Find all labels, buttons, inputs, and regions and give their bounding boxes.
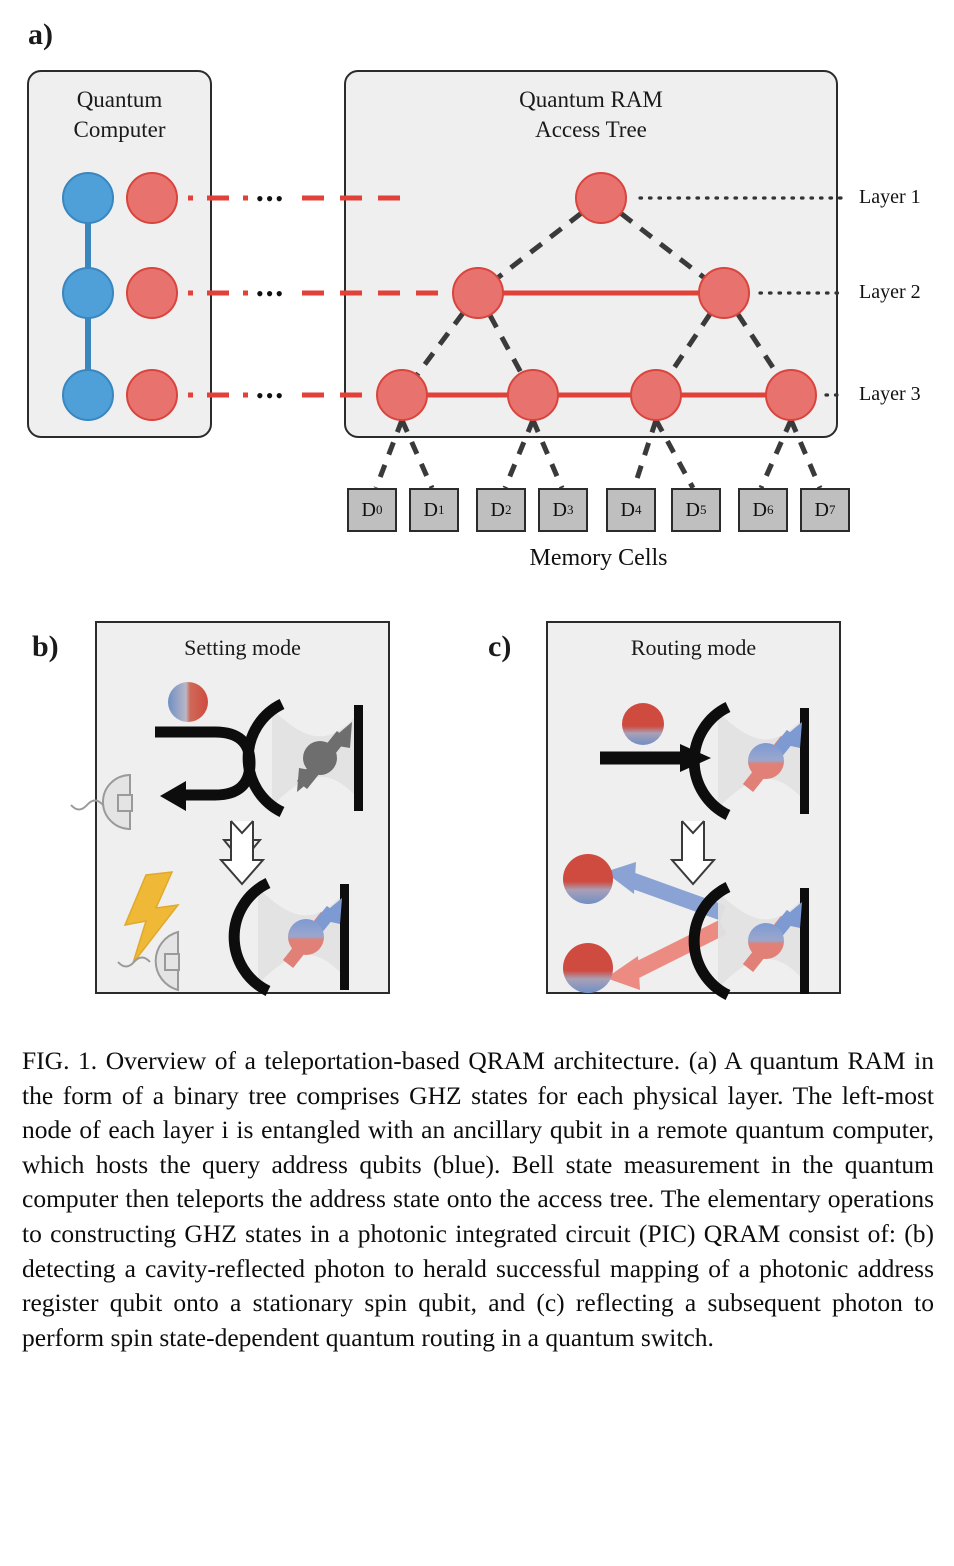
- photon-sphere-icon: [168, 682, 208, 722]
- memory-cells-label: Memory Cells: [529, 545, 668, 571]
- ellipsis-layer-3: •••: [256, 383, 286, 408]
- memory-cell-7-base: D: [814, 498, 829, 521]
- figure-caption: FIG. 1. Overview of a teleportation-base…: [22, 1046, 934, 1352]
- ellipsis-layer-2: •••: [256, 281, 286, 306]
- memory-cell-5-index: 5: [699, 502, 707, 517]
- layer-3-label: Layer 3: [859, 383, 921, 405]
- access-tree-box: [344, 70, 838, 438]
- memory-cell-3-index: 3: [566, 502, 574, 517]
- tree-node-layer3-0: [376, 369, 428, 421]
- memory-cell-2-index: 2: [504, 502, 512, 517]
- panel-b-graphics: [70, 682, 363, 996]
- tree-node-layer3-1: [507, 369, 559, 421]
- address-qubit-3: [62, 369, 114, 421]
- memory-cell-2-base: D: [490, 498, 505, 521]
- tree-node-layer2-1: [698, 267, 750, 319]
- memory-cell-0-index: 0: [375, 502, 383, 517]
- quantum-computer-title-line1: Quantum: [76, 87, 163, 112]
- quantum-computer-title-line2: Computer: [73, 117, 166, 142]
- photon-sphere-icon-out-blue: [563, 854, 613, 904]
- layer-2-label: Layer 2: [859, 281, 921, 303]
- ancilla-qubit-3: [126, 369, 178, 421]
- memory-cell-4-index: 4: [634, 502, 642, 517]
- memory-cell-1-index: 1: [437, 502, 445, 517]
- tree-node-layer1-0: [575, 172, 627, 224]
- memory-cell-0-base: D: [361, 498, 376, 521]
- memory-cell-4-base: D: [620, 498, 635, 521]
- memory-cell-5-base: D: [685, 498, 700, 521]
- access-tree-title-line1: Quantum RAM: [519, 87, 663, 112]
- address-qubit-2: [62, 267, 114, 319]
- ellipsis-layer-1: •••: [256, 186, 286, 211]
- tree-node-layer3-3: [765, 369, 817, 421]
- ancilla-qubit-1: [126, 172, 178, 224]
- tree-node-layer3-2: [630, 369, 682, 421]
- detection-flash-icon: [123, 871, 180, 964]
- memory-cell-3-base: D: [552, 498, 567, 521]
- panel-c-graphics: [563, 702, 809, 1000]
- setting-mode-title: Setting mode: [184, 635, 301, 660]
- routing-mode-title: Routing mode: [630, 635, 757, 660]
- layer-1-label: Layer 1: [859, 186, 921, 208]
- address-qubit-1: [62, 172, 114, 224]
- memory-cell-6-index: 6: [766, 502, 774, 517]
- memory-cell-6-base: D: [752, 498, 767, 521]
- ancilla-qubit-2: [126, 267, 178, 319]
- panel-a-letter: a): [28, 18, 53, 51]
- panel-c-letter: c): [488, 630, 512, 663]
- quantum-computer-box: [27, 70, 212, 438]
- access-tree-title-line2: Access Tree: [535, 117, 647, 142]
- memory-cell-7-index: 7: [828, 502, 836, 517]
- photon-sphere-icon-out-red: [563, 943, 613, 993]
- panel-b-letter: b): [32, 630, 59, 663]
- photon-sphere-icon-in: [622, 703, 664, 745]
- tree-node-layer2-0: [452, 267, 504, 319]
- memory-cell-1-base: D: [423, 498, 438, 521]
